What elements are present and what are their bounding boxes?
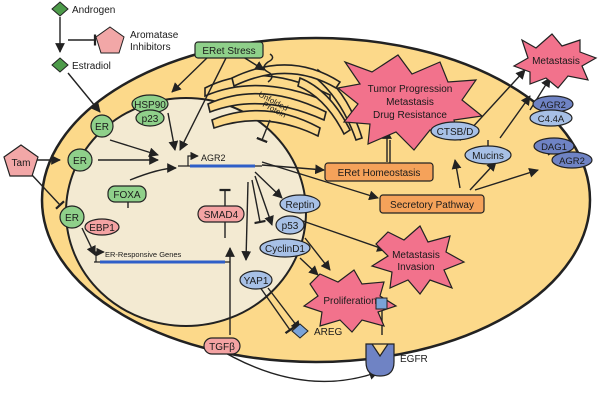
agr2-right-2-node	[551, 151, 593, 169]
hsp90-label: HSP90	[134, 100, 166, 111]
tam-pentagon	[3, 144, 39, 177]
proliferation-label: Proliferation	[323, 296, 376, 307]
er-node-mid	[67, 148, 93, 172]
egfr-ligand-square	[375, 297, 388, 310]
mucins-label: Mucins	[472, 151, 504, 162]
agr2-gene-label: AGR2	[201, 153, 226, 163]
estradiol-diamond	[51, 57, 69, 73]
yap1-node	[239, 270, 273, 290]
tumor-drug-resistance-label: Drug Resistance	[373, 110, 447, 121]
eret-stress-label: ERet Stress	[202, 46, 255, 57]
c44a-label: C4.4A	[538, 114, 565, 125]
reptin-label: Reptin	[286, 200, 315, 211]
cstb-node	[430, 121, 480, 141]
er-node-top	[90, 114, 114, 138]
secretory-pathway-box	[379, 194, 485, 214]
proliferation-burst	[302, 269, 398, 333]
tumor-progression-label: Tumor Progression	[368, 84, 453, 95]
eret-stress-box	[194, 41, 264, 59]
cstb-label: CTSB/D	[437, 127, 474, 138]
agr2-gene	[178, 151, 262, 168]
metastasis-burst-top	[512, 33, 598, 89]
agr2-right-1-label: AGR2	[540, 100, 566, 111]
egfr-label: EGFR	[400, 354, 428, 365]
metastasis-top-label: Metastasis	[532, 56, 580, 67]
p53-node	[275, 215, 305, 235]
er-top-label: ER	[95, 122, 109, 133]
p23-label: p23	[142, 114, 159, 125]
er-responsive-genes-label: ER-Responsive Genes	[105, 250, 182, 259]
ebp1-node	[84, 218, 120, 236]
er-low-label: ER	[65, 213, 79, 224]
metastasis-invasion-burst	[370, 225, 466, 295]
foxa-label: FOXA	[113, 190, 141, 201]
cyclind1-label: CyclinD1	[265, 244, 305, 255]
er-node-low	[59, 205, 85, 229]
aromatase-pentagon	[95, 26, 125, 54]
reptin-node	[279, 194, 321, 214]
aromatase-label-1: Aromatase	[130, 30, 179, 41]
c44a-node	[529, 109, 573, 127]
androgen-label: Androgen	[72, 5, 115, 16]
p53-label: p53	[282, 221, 299, 232]
eret-homeostasis-box	[324, 162, 434, 182]
er-responsive-gene	[94, 247, 230, 264]
mucins-node	[464, 145, 512, 165]
agr2-right-2-label: AGR2	[559, 156, 585, 167]
areg-diamond	[291, 323, 309, 339]
ebp1-label: EBP1	[89, 223, 115, 234]
er-mid-label: ER	[73, 156, 87, 167]
metastasis-invasion-label-2: Invasion	[397, 262, 434, 273]
dag1-label: DAG1	[541, 142, 567, 153]
tgfb-label: TGFβ	[209, 342, 235, 353]
p23-node	[135, 109, 165, 127]
metastasis-invasion-label-1: Metastasis	[392, 250, 440, 261]
androgen-diamond	[51, 1, 69, 17]
egfr-receptor	[365, 343, 395, 377]
smad4-box	[197, 205, 245, 223]
tgfb-box	[203, 337, 241, 355]
dag1-node	[533, 137, 575, 155]
secretory-pathway-label: Secretory Pathway	[390, 200, 474, 211]
foxa-box	[107, 185, 147, 203]
tumor-metastasis-label: Metastasis	[386, 97, 434, 108]
aromatase-label-2: Inhibitors	[130, 42, 171, 53]
estradiol-label: Estradiol	[72, 61, 111, 72]
areg-label: AREG	[314, 327, 343, 338]
eret-homeostasis-label: ERet Homeostasis	[338, 168, 421, 179]
smad4-label: SMAD4	[204, 210, 239, 221]
cyclind1-node	[259, 238, 311, 258]
yap1-label: YAP1	[244, 276, 269, 287]
tam-label: Tam	[12, 158, 31, 169]
